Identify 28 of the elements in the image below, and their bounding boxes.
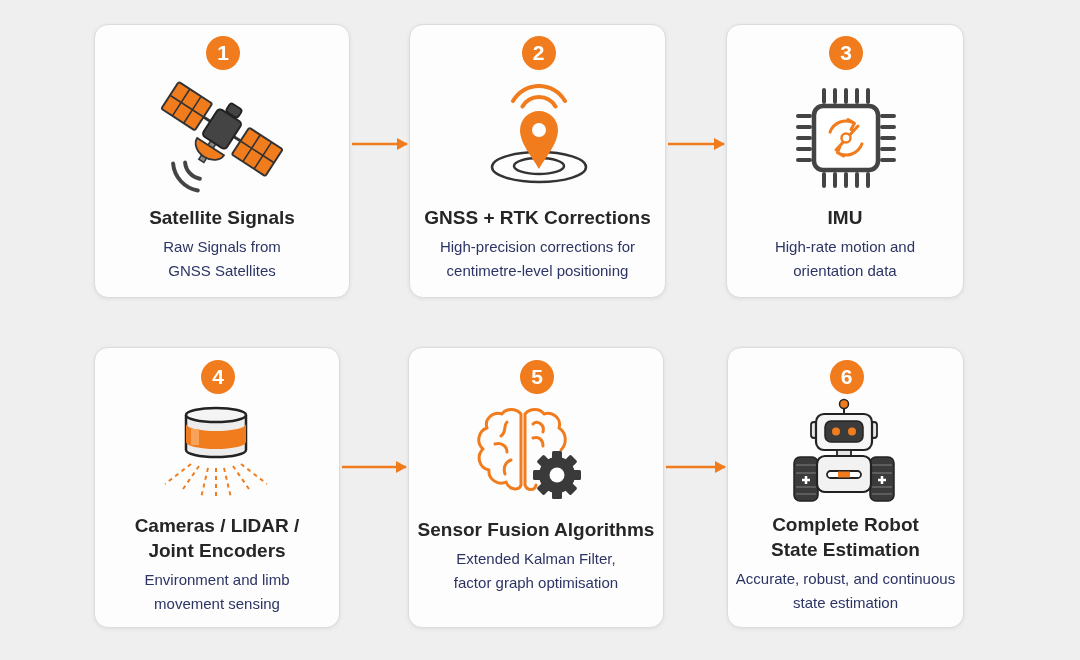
arrow <box>342 461 407 473</box>
step-description: Extended Kalman Filter, factor graph optimisation <box>452 548 620 593</box>
step-card <box>409 24 666 298</box>
step-number-badge: 3 <box>829 36 863 70</box>
step-number-badge: 2 <box>521 36 556 70</box>
step-number-badge: 1 <box>206 36 240 70</box>
step-title: GNSS + RTK Corrections <box>424 206 651 230</box>
step-card <box>94 347 340 628</box>
step-description: Environment and limb movement sensing <box>143 569 291 614</box>
step-title: Complete Robot State Estimation <box>770 512 921 562</box>
step-description: Raw Signals from GNSS Satellites <box>162 236 282 281</box>
step-number-badge: 5 <box>520 360 554 394</box>
step-description: High-precision corrections for centimetre-level positioning <box>438 237 637 281</box>
step-number-badge: 4 <box>201 360 235 394</box>
arrow <box>666 461 726 473</box>
arrow <box>352 138 408 150</box>
arrow <box>668 138 725 150</box>
step-card <box>727 347 964 628</box>
step-card <box>408 347 664 628</box>
step-title: Cameras / LIDAR / Joint Encoders <box>133 513 301 563</box>
step-title: Sensor Fusion Algorithms <box>417 517 655 542</box>
step-title: Satellite Signals <box>149 205 295 230</box>
step-card <box>94 24 350 298</box>
step-title: IMU <box>827 205 863 230</box>
step-description: Accurate, robust, and continuous state estimation <box>734 568 957 613</box>
step-number-badge: 6 <box>829 360 864 394</box>
step-description: High-rate motion and orientation data <box>773 236 917 281</box>
step-card <box>726 24 964 298</box>
